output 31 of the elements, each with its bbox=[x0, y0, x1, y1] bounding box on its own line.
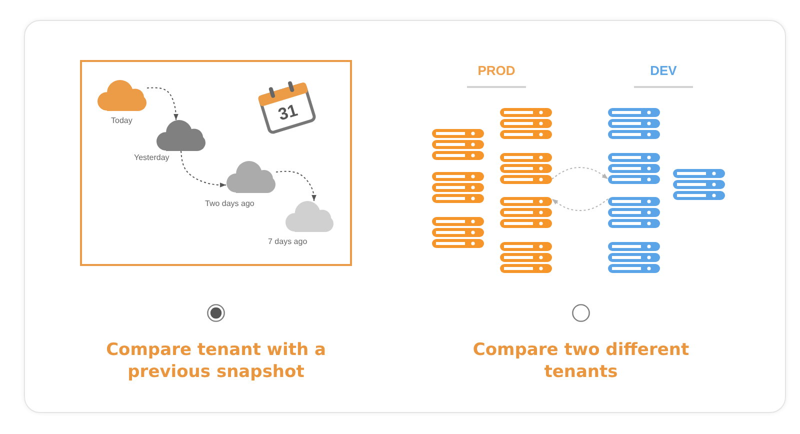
option-caption: Compare two different tenants bbox=[472, 339, 690, 383]
server-stack-icon bbox=[500, 153, 552, 184]
cloud-caption: Yesterday bbox=[134, 153, 170, 163]
dashed-arrow bbox=[146, 87, 178, 120]
dashed-arrow bbox=[180, 150, 226, 188]
server-stack-icon bbox=[500, 197, 552, 228]
server-stack-icon bbox=[432, 172, 484, 203]
calendar-date: 31 bbox=[275, 99, 301, 126]
server-stack-icon bbox=[608, 197, 660, 228]
cloud-caption: Today bbox=[111, 116, 132, 126]
server-stack-icon bbox=[432, 129, 484, 160]
cloud-icon bbox=[97, 80, 147, 111]
server-stack-icon bbox=[500, 242, 552, 273]
server-stack-icon bbox=[608, 153, 660, 184]
dashed-arrow bbox=[552, 167, 608, 180]
server-stack-icon bbox=[608, 108, 660, 139]
server-stack-icon bbox=[500, 108, 552, 139]
cloud-icon bbox=[285, 201, 334, 232]
server-stack-icon bbox=[432, 217, 484, 248]
option-caption: Compare tenant with a previous snapshot bbox=[105, 339, 327, 383]
cloud-icon bbox=[156, 120, 206, 151]
column-heading: PROD bbox=[476, 63, 516, 79]
cloud-caption: 7 days ago bbox=[268, 237, 308, 247]
column-heading: DEV bbox=[649, 63, 678, 79]
image-frame bbox=[80, 60, 352, 266]
server-stack-icon bbox=[673, 169, 725, 200]
cloud-icon bbox=[226, 161, 276, 193]
cloud-caption: Two days ago bbox=[205, 199, 254, 209]
dashed-arrow bbox=[276, 170, 316, 202]
server-stack-icon bbox=[608, 242, 660, 273]
dashed-arrow bbox=[552, 198, 608, 211]
